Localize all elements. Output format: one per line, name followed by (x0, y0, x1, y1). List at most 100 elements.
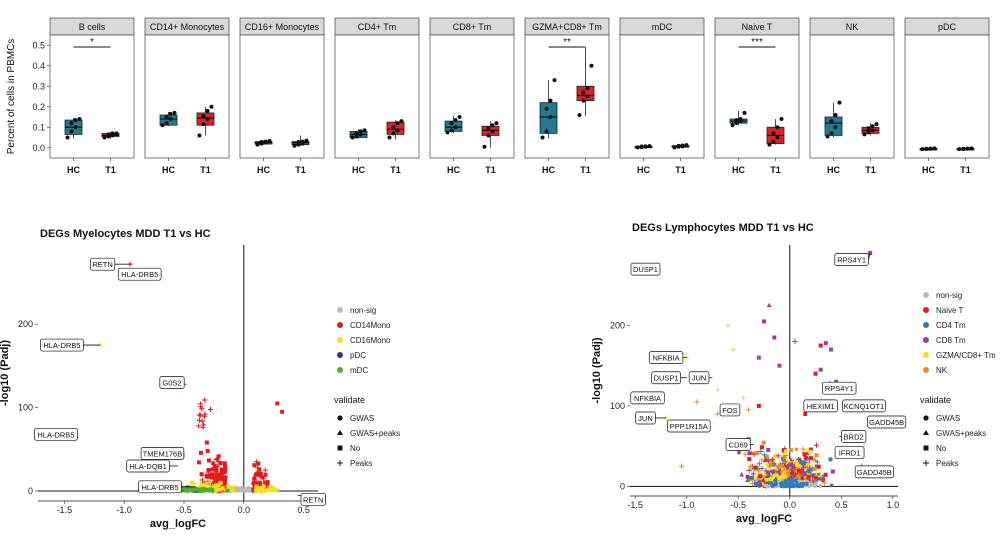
data-point (775, 125, 779, 129)
y-tick-label: 0.2 (32, 102, 45, 112)
data-point (454, 125, 458, 129)
data-point (762, 441, 766, 445)
legend-label: CD4 Tm (936, 321, 966, 330)
data-point (70, 129, 74, 133)
data-point (801, 482, 805, 486)
data-point (684, 143, 688, 147)
legend-shape (337, 430, 343, 435)
x-tick-label: HC (732, 165, 745, 175)
label-text: RETN (303, 495, 323, 504)
gene-label: HLA-DRB5 (118, 268, 161, 280)
data-point (260, 140, 264, 144)
legend-label: GZMA/CD8+ Tm (936, 351, 996, 360)
label-text: RPS4Y1 (837, 255, 866, 264)
data-point (266, 488, 270, 492)
legend-label: GWAS (936, 414, 960, 423)
data-point (676, 144, 680, 148)
legend-label: CD16Mono (350, 336, 391, 345)
data-point (782, 471, 786, 475)
facet-frame (715, 35, 799, 158)
x-tick-label: T1 (675, 165, 686, 175)
x-tick-label: HC (827, 165, 840, 175)
data-point (750, 476, 754, 480)
gene-label: RETN (298, 493, 326, 505)
legend-shape (924, 446, 929, 451)
label-text: FOS (722, 406, 737, 415)
data-point (814, 372, 818, 376)
data-point (223, 465, 227, 469)
data-point (748, 451, 752, 455)
x-tick-label: -1.5 (627, 500, 643, 510)
data-point (838, 101, 842, 105)
data-point (549, 99, 553, 103)
box-hc (825, 117, 842, 135)
data-point (205, 474, 209, 478)
facet-frame (145, 35, 229, 158)
legend-key (337, 367, 343, 373)
legend-title: validate (920, 395, 951, 405)
x-tick-label: T1 (770, 165, 781, 175)
x-tick-label: HC (637, 165, 650, 175)
data-point (760, 445, 764, 449)
facet-frame (620, 35, 704, 158)
facet-strip-label: GZMA+CD8+ Tm (532, 22, 602, 32)
data-point (731, 123, 735, 127)
data-point (205, 441, 209, 445)
volcano-myelocytes-panel: DEGs Myelocytes MDD T1 vs HC-1.5-1.0-0.5… (0, 215, 500, 547)
legend-label: NK (936, 366, 948, 375)
facet-frame (430, 35, 514, 158)
label-text: G0S2 (162, 379, 181, 388)
data-point (819, 484, 823, 488)
data-point (218, 475, 222, 479)
data-point (787, 478, 791, 482)
label-text: IFRD1 (839, 449, 861, 458)
legend-key (337, 352, 343, 358)
data-point (201, 122, 205, 126)
data-point (803, 412, 807, 416)
x-tick-label: HC (447, 165, 460, 175)
data-point (644, 144, 648, 148)
gene-label: G0S2 (160, 377, 184, 389)
gene-label: RPS4Y1 (822, 382, 856, 394)
label-text: GADD45B (857, 468, 892, 477)
label-text: GADD45B (869, 418, 904, 427)
legend-key (337, 322, 343, 328)
data-point (870, 124, 874, 128)
data-point (969, 146, 973, 150)
data-point (553, 78, 557, 82)
data-point (814, 483, 818, 487)
data-point (585, 95, 589, 99)
x-tick-label: -1.5 (57, 505, 73, 515)
legend-key (923, 367, 929, 373)
data-point (672, 145, 676, 149)
data-point (743, 111, 747, 115)
volcano-lymphocytes-panel: DEGs Lymphocytes MDD T1 vs HC-1.5-1.0-0.… (500, 215, 1000, 547)
data-point (114, 131, 118, 135)
data-point (395, 121, 399, 125)
data-point (680, 143, 684, 147)
x-tick-label: T1 (580, 165, 591, 175)
data-point (486, 133, 490, 137)
x-tick-label: T1 (105, 165, 116, 175)
data-point (169, 112, 173, 116)
legend-key (337, 337, 343, 343)
legend-label: CD14Mono (350, 321, 391, 330)
label-text: NFKBIA (653, 354, 680, 363)
y-tick-label: 100 (18, 403, 33, 413)
gene-label: IFRD1 (835, 447, 864, 459)
x-tick-label: 0.5 (835, 500, 848, 510)
facet-frame (810, 35, 894, 158)
data-point (783, 455, 787, 459)
data-point (961, 147, 965, 151)
legend-label: GWAS (350, 414, 374, 423)
label-text: NFKBIA (634, 394, 661, 403)
data-point (801, 461, 805, 465)
data-point (581, 99, 585, 103)
gene-label: HLA-DRB5 (35, 428, 78, 440)
data-point (209, 105, 213, 109)
data-point (795, 448, 799, 452)
label-text: JUN (692, 374, 707, 383)
data-point (359, 129, 363, 133)
